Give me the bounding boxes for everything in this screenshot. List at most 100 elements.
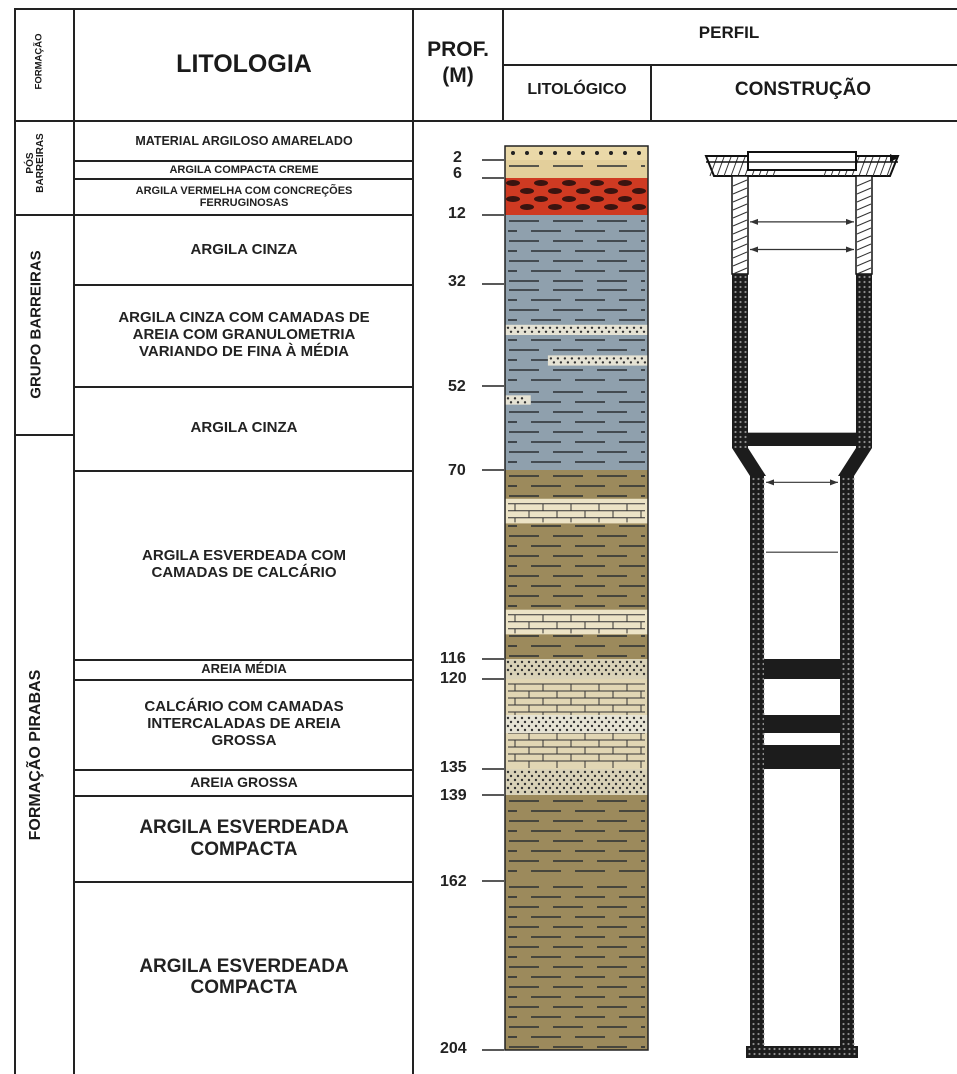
gravel-grain bbox=[842, 617, 845, 621]
sand-grain bbox=[576, 660, 580, 664]
layer-divider bbox=[73, 679, 413, 681]
gravel-grain bbox=[752, 497, 755, 501]
gravel-grain bbox=[752, 677, 755, 681]
gravel-grain bbox=[842, 537, 845, 541]
gravel-grain bbox=[752, 482, 755, 486]
gravel-grain bbox=[852, 1042, 855, 1046]
gravel-grain bbox=[863, 330, 866, 334]
sand-grain bbox=[600, 720, 604, 724]
lithology-column-outline bbox=[504, 145, 649, 1051]
gravel-grain bbox=[757, 612, 760, 616]
gravel-grain bbox=[734, 425, 737, 429]
gravel-grain bbox=[847, 962, 850, 966]
sand-grain bbox=[597, 660, 601, 664]
sand-grain bbox=[593, 330, 597, 333]
gravel-grain bbox=[757, 1012, 760, 1016]
gravel-grain bbox=[734, 280, 737, 284]
gravel-grain bbox=[858, 300, 861, 304]
gravel-grain bbox=[847, 477, 850, 481]
gravel-grain bbox=[852, 647, 855, 651]
gravel-grain bbox=[762, 807, 765, 811]
gravel-grain bbox=[847, 697, 850, 701]
gravel-grain bbox=[852, 687, 855, 691]
sand-grain bbox=[516, 790, 520, 794]
gravel-grain bbox=[852, 747, 855, 751]
gravel-grain bbox=[847, 647, 850, 651]
sand-grain bbox=[548, 724, 552, 728]
sand-grain bbox=[632, 326, 636, 329]
gravel-grain bbox=[762, 857, 765, 861]
sand-grain bbox=[590, 660, 594, 664]
gravel-grain bbox=[852, 482, 855, 486]
gravel-grain bbox=[868, 365, 871, 369]
sand-grain bbox=[642, 330, 646, 333]
gravel-grain bbox=[752, 612, 755, 616]
gravel-grain bbox=[757, 707, 760, 711]
gravel-grain bbox=[752, 892, 755, 896]
sand-grain bbox=[632, 770, 636, 774]
spacer-arrowhead bbox=[846, 246, 854, 253]
layer-label: AREIA MÉDIA bbox=[76, 660, 412, 679]
gravel-grain bbox=[852, 592, 855, 596]
gravel-grain bbox=[852, 837, 855, 841]
sand-grain bbox=[506, 724, 510, 728]
sand-grain bbox=[527, 668, 531, 672]
gravel-grain bbox=[852, 952, 855, 956]
gravel-grain bbox=[847, 552, 850, 556]
gravel-grain bbox=[739, 425, 742, 429]
sand-grain bbox=[520, 716, 524, 720]
sand-grain bbox=[569, 786, 573, 790]
gravel-grain bbox=[762, 1042, 765, 1046]
slab-hatch bbox=[872, 156, 881, 177]
gravel-grain bbox=[847, 607, 850, 611]
gravel-grain bbox=[852, 892, 855, 896]
gravel-grain bbox=[852, 937, 855, 941]
gravel-grain bbox=[752, 872, 755, 876]
gravel-grain bbox=[847, 992, 850, 996]
gravel-grain bbox=[842, 562, 845, 566]
gravel-grain bbox=[752, 822, 755, 826]
gravel-grain bbox=[739, 320, 742, 324]
gravel-grain bbox=[847, 542, 850, 546]
soil-particle bbox=[525, 151, 529, 155]
gravel-grain bbox=[739, 365, 742, 369]
gravel-grain bbox=[842, 742, 845, 746]
gravel-grain bbox=[852, 1012, 855, 1016]
gravel-grain bbox=[758, 1052, 761, 1056]
gravel-grain bbox=[863, 325, 866, 329]
gravel-grain bbox=[842, 907, 845, 911]
ferruginous-nodule bbox=[604, 204, 618, 210]
sand-grain bbox=[534, 668, 538, 672]
gravel-grain bbox=[762, 687, 765, 691]
gravel-grain bbox=[752, 767, 755, 771]
sand-grain bbox=[642, 664, 646, 668]
gravel-grain bbox=[762, 827, 765, 831]
gravel-grain bbox=[847, 767, 850, 771]
gravel-grain bbox=[762, 892, 765, 896]
gravel-grain bbox=[744, 415, 747, 419]
gravel-grain bbox=[852, 872, 855, 876]
slab-hatch bbox=[865, 156, 874, 177]
gravel-grain bbox=[842, 557, 845, 561]
sand-grain bbox=[523, 774, 527, 778]
gravel-grain bbox=[752, 607, 755, 611]
sand-grain bbox=[516, 664, 520, 668]
sand-grain bbox=[635, 728, 639, 732]
gravel-grain bbox=[858, 290, 861, 294]
gravel-grain bbox=[744, 315, 747, 319]
gravel-grain bbox=[852, 852, 855, 856]
gravel-grain bbox=[744, 275, 747, 279]
sand-grain bbox=[506, 668, 510, 672]
depth-tick-label: 139 bbox=[440, 787, 467, 804]
sand-grain bbox=[548, 778, 552, 782]
gravel-grain bbox=[842, 777, 845, 781]
gravel-grain bbox=[847, 827, 850, 831]
gravel-grain bbox=[762, 597, 765, 601]
gravel-grain bbox=[863, 385, 866, 389]
inclusion-lens bbox=[505, 324, 648, 335]
gravel-grain bbox=[752, 737, 755, 741]
gravel-grain bbox=[752, 777, 755, 781]
gravel-grain bbox=[847, 657, 850, 661]
gravel-grain bbox=[762, 917, 765, 921]
gravel-grain bbox=[858, 400, 861, 404]
